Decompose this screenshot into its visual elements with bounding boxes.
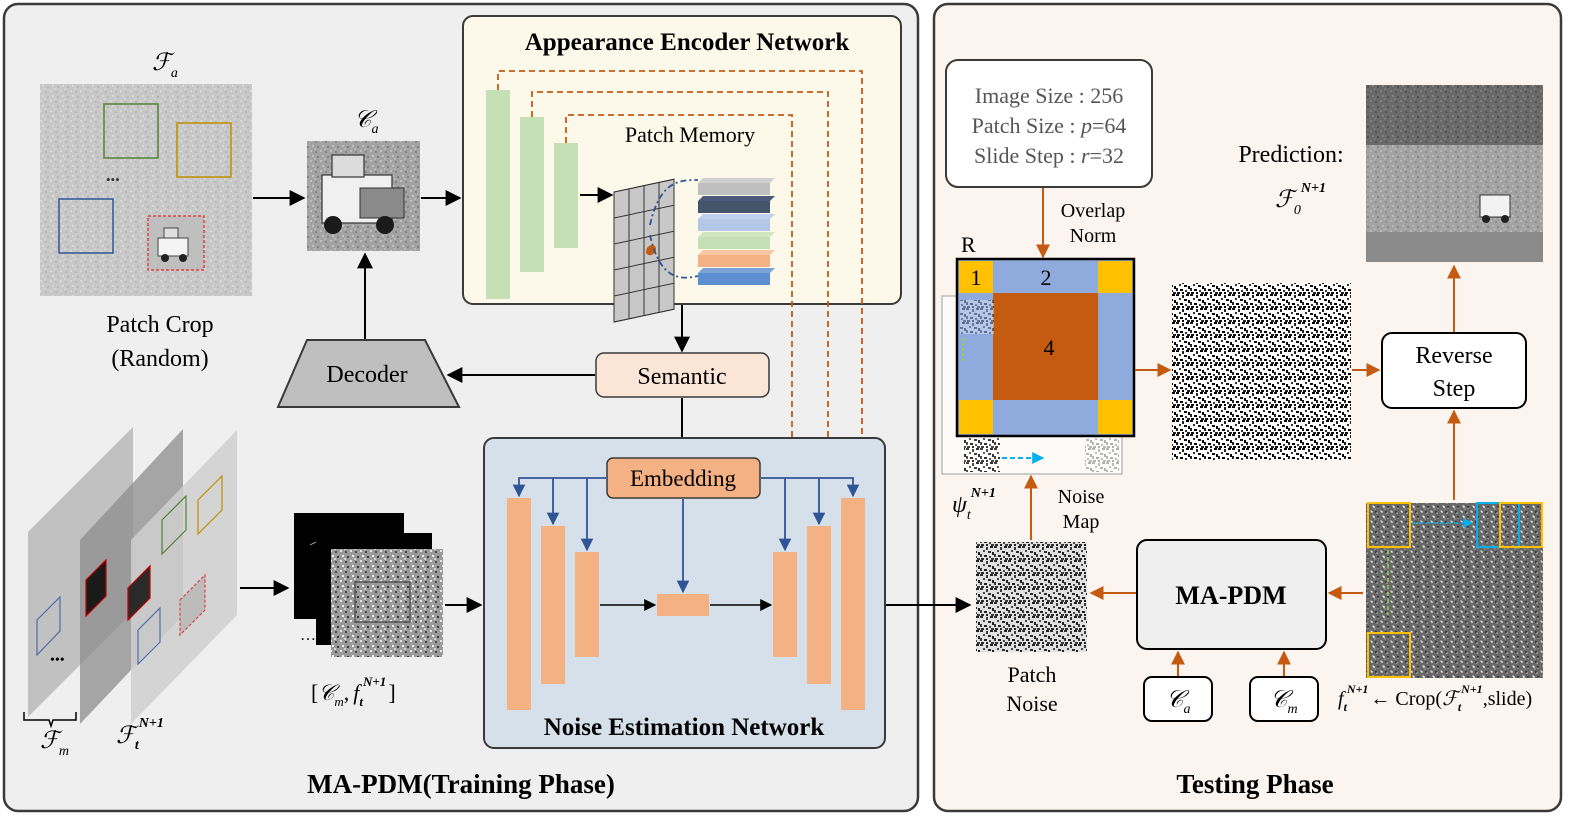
appearance-encoder-title: Appearance Encoder Network (525, 29, 850, 56)
crop-formula: ftN+1← Crop(ℱtN+1,slide) (1338, 682, 1532, 714)
stack-dots: ••• (50, 653, 65, 668)
patch-crop-label: Patch Crop (106, 312, 213, 338)
ma-pdm-box (1136, 539, 1327, 650)
unet-dec-3 (773, 552, 797, 657)
input-images (294, 513, 443, 657)
unet-enc-3 (575, 552, 599, 657)
grid-center (993, 293, 1098, 400)
ca-box (1143, 676, 1213, 722)
embedding-label: Embedding (630, 466, 737, 491)
encoder-bar-3 (554, 143, 578, 248)
fa-label: ℱa (152, 50, 178, 81)
info-box (945, 59, 1153, 188)
patch-blue (58, 198, 114, 254)
frame-stack (28, 427, 237, 724)
grid-region-4: 4 (1044, 335, 1055, 360)
embedding-box (606, 457, 761, 499)
noise-patch-bottom (964, 438, 1000, 472)
patch-noise-image (976, 542, 1087, 652)
noise-patch-overlay (960, 300, 994, 334)
ma-pdm-label: MA-PDM (1175, 581, 1286, 610)
grid-corner-bl (959, 400, 993, 434)
frame-dots: ••• (106, 172, 120, 187)
overlap-norm-label-2: Norm (1070, 225, 1117, 247)
reverse-step-label-1: Reverse (1415, 343, 1492, 369)
testing-panel-title: Testing Phase (1176, 769, 1333, 799)
noise-map-label-1: Noise (1058, 486, 1105, 508)
noise-estimation-title: Noise Estimation Network (544, 714, 825, 741)
grid-corner-tl (959, 261, 993, 293)
info-slide-step: Slide Step : r=32 (974, 143, 1124, 168)
vehicle-small (157, 227, 189, 262)
grid-corner-tr (1098, 261, 1132, 293)
patch-green (103, 103, 159, 159)
semantic-box (595, 352, 770, 398)
training-panel-title: MA-PDM(Training Phase) (307, 769, 615, 799)
grid-region-1: 1 (971, 265, 982, 290)
memory-dashdot-curve (649, 179, 699, 279)
unet-enc-2 (541, 526, 565, 684)
overlap-norm-label-1: Overlap (1061, 200, 1125, 222)
patch-noise-label-1: Patch (1008, 662, 1057, 687)
grid-corner-br (1098, 400, 1132, 434)
memory-stack (698, 178, 775, 285)
fm-label: ℱm (40, 728, 69, 759)
patch-noise-label-2: Noise (1006, 691, 1057, 716)
unet-dec-1 (841, 498, 865, 710)
skip-connections (497, 70, 869, 553)
semantic-label: Semantic (637, 364, 726, 390)
psi-label: ψtN+1 (952, 486, 996, 523)
unet-dec-2 (807, 526, 831, 684)
ft-label: ℱtN+1 (116, 716, 164, 753)
embedding-arrows (512, 477, 860, 552)
unet-bottleneck (657, 594, 709, 616)
input-ellipsis: … (300, 627, 316, 644)
prediction-formula: ℱ0N+1 (1275, 181, 1326, 218)
encoder-bar-2 (520, 117, 544, 272)
memory-grid (613, 178, 675, 323)
patch-crop-random-label: (Random) (111, 346, 208, 372)
cm-box (1249, 676, 1319, 722)
prediction-image (1366, 85, 1543, 262)
ca-image (307, 141, 420, 251)
fm-brace (23, 712, 77, 729)
prediction-label: Prediction: (1238, 142, 1343, 168)
info-patch-size: Patch Size : p=64 (972, 113, 1127, 138)
noise-patch-bottom-right (1085, 438, 1119, 472)
patch-memory-label: Patch Memory (625, 122, 755, 147)
grid-region-2: 2 (1041, 265, 1052, 290)
patch-gold (176, 122, 232, 178)
noise-map-label-2: Map (1063, 511, 1100, 533)
reverse-step-box (1381, 332, 1527, 409)
reverse-step-label-2: Step (1433, 376, 1476, 402)
encoder-bar-1 (486, 90, 510, 299)
decoder-shape (276, 339, 461, 408)
decoder-label: Decoder (326, 362, 407, 388)
r-label: R (961, 232, 976, 257)
info-image-size: Image Size : 256 (975, 83, 1123, 108)
full-noise-image (1172, 283, 1351, 460)
noisy-frame (1366, 502, 1543, 678)
unet-enc-1 (507, 498, 531, 710)
